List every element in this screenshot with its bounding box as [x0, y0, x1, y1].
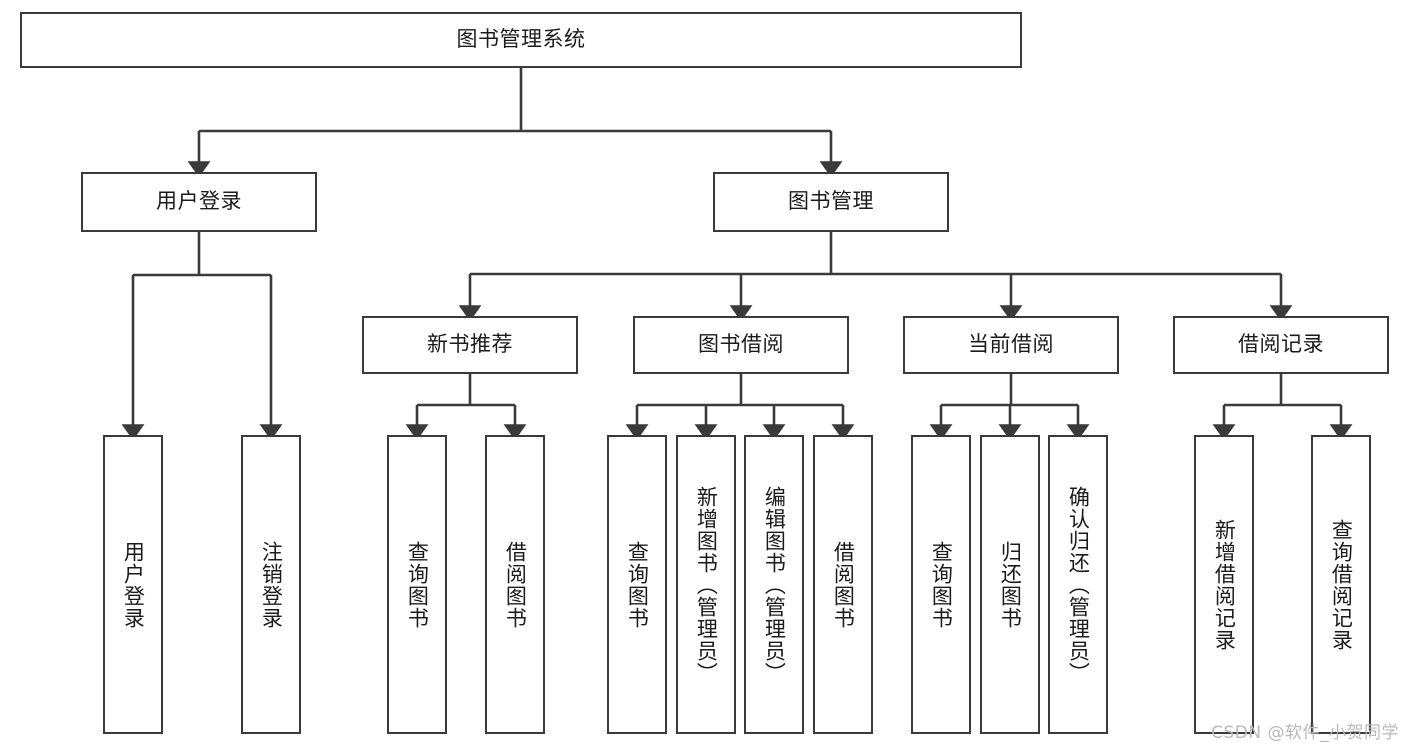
node-borrow-record-label: 借阅记录 [1238, 332, 1324, 357]
node-leaf-edit-book[interactable]: 编辑图书（管理员） [744, 435, 804, 734]
node-leaf-borrow-book-2[interactable]: 借阅图书 [813, 435, 873, 734]
node-new-book-rec-label: 新书推荐 [427, 332, 513, 357]
node-leaf-edit-book-label: 编辑图书（管理员） [762, 485, 787, 684]
node-leaf-query-book-2-label: 查询图书 [625, 540, 650, 629]
node-leaf-confirm-return[interactable]: 确认归还（管理员） [1048, 435, 1108, 734]
node-book-manage[interactable]: 图书管理 [713, 172, 949, 232]
node-book-manage-label: 图书管理 [788, 189, 874, 214]
node-leaf-borrow-book-1-label: 借阅图书 [503, 540, 528, 629]
node-leaf-add-book[interactable]: 新增图书（管理员） [676, 435, 736, 734]
node-leaf-borrow-book-2-label: 借阅图书 [831, 540, 856, 629]
node-leaf-borrow-book-1[interactable]: 借阅图书 [485, 435, 545, 734]
node-leaf-return-book[interactable]: 归还图书 [980, 435, 1040, 734]
node-current-borrow-label: 当前借阅 [968, 332, 1054, 357]
node-new-book-rec[interactable]: 新书推荐 [362, 316, 578, 374]
node-leaf-add-book-label: 新增图书（管理员） [694, 485, 719, 684]
node-leaf-query-book-1-label: 查询图书 [405, 540, 430, 629]
node-leaf-query-book-3[interactable]: 查询图书 [911, 435, 971, 734]
node-leaf-query-book-2[interactable]: 查询图书 [607, 435, 667, 734]
node-leaf-add-record[interactable]: 新增借阅记录 [1194, 435, 1254, 734]
node-user-login[interactable]: 用户登录 [81, 172, 317, 232]
node-borrow-record[interactable]: 借阅记录 [1173, 316, 1389, 374]
node-leaf-query-record[interactable]: 查询借阅记录 [1311, 435, 1371, 734]
node-current-borrow[interactable]: 当前借阅 [903, 316, 1119, 374]
node-leaf-user-logout[interactable]: 注销登录 [241, 435, 301, 734]
node-root[interactable]: 图书管理系统 [20, 12, 1022, 68]
node-book-borrow-label: 图书借阅 [698, 332, 784, 357]
node-leaf-user-login[interactable]: 用户登录 [103, 435, 163, 734]
node-leaf-user-login-label: 用户登录 [121, 540, 146, 629]
node-leaf-return-book-label: 归还图书 [998, 540, 1023, 629]
node-leaf-query-book-1[interactable]: 查询图书 [387, 435, 447, 734]
node-leaf-add-record-label: 新增借阅记录 [1212, 518, 1237, 651]
node-user-login-label: 用户登录 [156, 189, 242, 214]
node-leaf-confirm-return-label: 确认归还（管理员） [1066, 485, 1091, 684]
node-leaf-user-logout-label: 注销登录 [259, 540, 284, 629]
node-leaf-query-book-3-label: 查询图书 [929, 540, 954, 629]
node-root-label: 图书管理系统 [456, 27, 586, 52]
node-leaf-query-record-label: 查询借阅记录 [1329, 518, 1354, 651]
watermark-text: CSDN @软件_小贺同学 [1211, 723, 1399, 743]
node-book-borrow[interactable]: 图书借阅 [633, 316, 849, 374]
